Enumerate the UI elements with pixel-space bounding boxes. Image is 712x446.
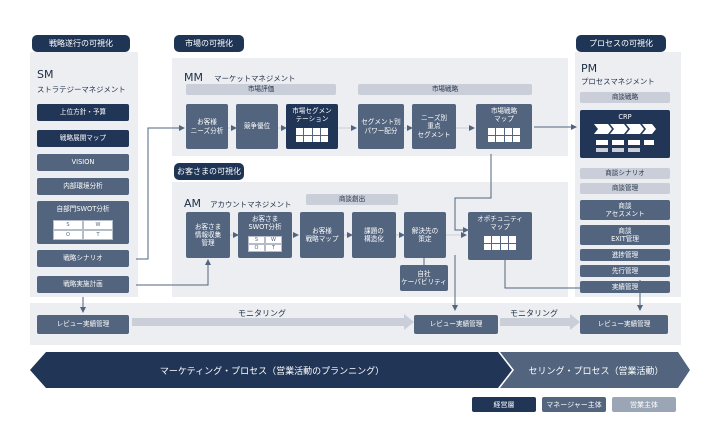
swot-o: O: [53, 230, 83, 240]
tag-market-visibility: 市場の可視化: [174, 35, 244, 52]
marketing-process-arrow: [30, 352, 512, 388]
sm-swot-grid: S W O T: [53, 220, 113, 240]
monitoring-label-2: モニタリング: [510, 309, 558, 318]
pm-exit: 商談 EXIT管理: [580, 225, 670, 245]
legend-manager: マネージャー主体: [542, 397, 606, 412]
am-swot-o: O: [248, 244, 265, 252]
sm-swot-label: 自部門SWOT分析: [56, 205, 110, 213]
am-deal-header: 商談創出: [306, 194, 398, 205]
sm-internal-env: 内部環境分析: [37, 178, 129, 195]
pm-name: プロセスマネジメント: [581, 77, 655, 86]
swot-s: S: [53, 220, 83, 230]
pm-deal-strategy: 商談戦略: [580, 92, 670, 103]
pm-crp-label: CRP: [618, 113, 632, 121]
mm-market-strategy-header: 市場戦略: [358, 84, 532, 95]
mm-market-map: 市場戦略 マップ: [476, 104, 532, 149]
sm-vision: VISION: [37, 154, 129, 171]
legend-sales: 営業主体: [612, 397, 676, 412]
sm-review: レビュー実績管理: [37, 315, 129, 334]
selling-process-arrow: [500, 352, 690, 388]
pm-assessment: 商談 アセスメント: [580, 200, 670, 220]
tag-process-visibility: プロセスの可視化: [576, 35, 666, 52]
am-name: アカウントマネジメント: [210, 200, 292, 209]
mm-competitive: 競争優位: [236, 104, 278, 149]
sm-scenario: 戦略シナリオ: [37, 250, 129, 267]
mm-power-allocation: セグメント別 パワー配分: [358, 104, 404, 149]
pm-review: レビュー実績管理: [580, 315, 668, 334]
am-issue-structuring: 課題の 構造化: [352, 212, 396, 258]
pm-deal-mgmt: 商談管理: [580, 183, 670, 194]
am-strategy-map: お客様 戦略マップ: [300, 212, 344, 258]
mm-customer-needs: お客様 ニーズ分析: [186, 104, 228, 149]
am-review: レビュー実績管理: [414, 315, 498, 334]
pm-abbr: PM: [581, 62, 598, 75]
pm-results: 実績管理: [580, 281, 670, 293]
am-title: AM アカウントマネジメント: [184, 192, 291, 211]
am-swot-w: W: [265, 236, 282, 244]
pm-leading: 先行管理: [580, 265, 670, 277]
am-swot-s: S: [248, 236, 265, 244]
pm-progress: 進捗管理: [580, 249, 670, 261]
tag-strategy-visibility: 戦略遂行の可視化: [32, 35, 130, 52]
mm-market-map-label: 市場戦略 マップ: [490, 107, 518, 124]
mm-name: マーケットマネジメント: [214, 74, 296, 83]
mm-market-map-table-icon: [488, 128, 520, 142]
tag-customer-visibility: お客さまの可視化: [174, 163, 244, 180]
mm-segmentation-label: 市場セグメン テーション: [292, 107, 332, 124]
marketing-process-label: マーケティング・プロセス（営業活動のプランニング）: [159, 367, 385, 377]
am-opportunity-table-icon: [484, 236, 516, 250]
am-swot-t: T: [265, 244, 282, 252]
am-customer-swot: お客さま SWOT分析: [238, 212, 292, 258]
pm-scenario: 商談シナリオ: [580, 168, 670, 179]
swot-w: W: [83, 220, 113, 230]
swot-t: T: [83, 230, 113, 240]
selling-process-label: セリング・プロセス（営業活動）: [528, 367, 664, 377]
monitoring-label-1: モニタリング: [238, 309, 286, 318]
sm-abbr: SM: [37, 68, 54, 81]
legend-executive: 経営層: [472, 397, 536, 412]
mm-segmentation-table-icon: [296, 128, 328, 142]
mm-title: MM マーケットマネジメント: [184, 66, 295, 85]
pm-crp-flow-icon: [594, 124, 656, 152]
am-info-collect: お客さま 情報収集 管理: [186, 212, 230, 258]
sm-plan: 戦略実施計画: [37, 276, 129, 293]
am-customer-swot-label: お客さま SWOT分析: [248, 215, 282, 232]
am-solution: 解決先の 策定: [404, 212, 446, 258]
am-opportunity-label: オポチュニティ マップ: [477, 215, 523, 232]
mm-abbr: MM: [184, 71, 203, 84]
sm-strategy-map: 戦略展開マップ: [37, 130, 129, 147]
am-capability: 自社 ケーパビリティ: [400, 265, 448, 291]
am-swot-grid: S W O T: [248, 236, 282, 252]
sm-top-policy: 上位方針・予算: [37, 104, 129, 121]
sm-name: ストラテジーマネジメント: [37, 85, 126, 94]
am-abbr: AM: [184, 197, 202, 210]
mm-needs-focus: ニーズ別 重点 セグメント: [412, 104, 456, 149]
mm-market-eval-header: 市場評価: [186, 84, 336, 95]
